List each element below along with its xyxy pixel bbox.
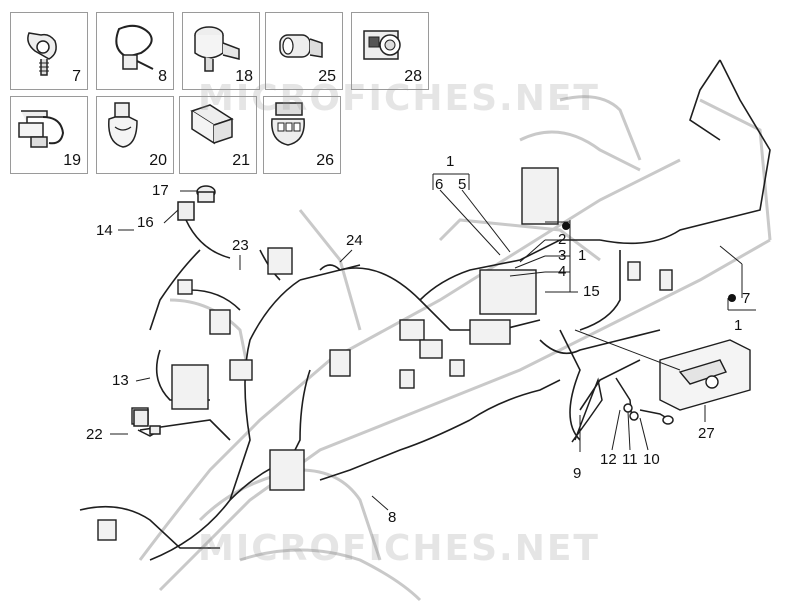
watermark-bottom: MICROFICHES.NET bbox=[198, 528, 600, 569]
thumb-part-26[interactable]: 26 bbox=[263, 96, 341, 174]
callout-7-right[interactable]: 7 bbox=[742, 290, 751, 307]
callout-10[interactable]: 10 bbox=[643, 451, 660, 468]
marker-dot bbox=[728, 294, 736, 302]
thumb-part-28[interactable]: 28 bbox=[351, 12, 429, 90]
thumb-label: 19 bbox=[63, 152, 81, 169]
callout-3[interactable]: 3 bbox=[558, 247, 567, 264]
harness-components bbox=[97, 167, 673, 541]
callout-leaders bbox=[110, 173, 756, 511]
pipe-clamp-icon bbox=[194, 26, 240, 72]
scooter-frame bbox=[138, 95, 772, 602]
thumb-label: 20 bbox=[149, 152, 167, 169]
watermark-top: MICROFICHES.NET bbox=[198, 78, 600, 119]
callout-5[interactable]: 5 bbox=[458, 176, 467, 193]
thumb-part-20[interactable]: 20 bbox=[96, 96, 174, 174]
thumb-label: 18 bbox=[235, 68, 253, 85]
thumb-part-18[interactable]: 18 bbox=[182, 12, 260, 90]
thumb-label: 21 bbox=[232, 152, 250, 169]
callout-15[interactable]: 15 bbox=[583, 283, 600, 300]
thumb-part-8[interactable]: 8 bbox=[96, 12, 174, 90]
callout-1-bottom[interactable]: 1 bbox=[734, 317, 743, 334]
push-clip-icon bbox=[108, 102, 138, 148]
edge-clip-icon bbox=[18, 110, 65, 148]
callout-4[interactable]: 4 bbox=[558, 263, 567, 280]
cable-strap-icon bbox=[115, 24, 154, 70]
thumb-label: 7 bbox=[72, 68, 81, 85]
thumb-part-25[interactable]: 25 bbox=[265, 12, 343, 90]
callout-17[interactable]: 17 bbox=[152, 182, 169, 199]
callout-24[interactable]: 24 bbox=[346, 232, 363, 249]
thumb-part-19[interactable]: 19 bbox=[10, 96, 88, 174]
callout-6[interactable]: 6 bbox=[435, 176, 444, 193]
round-connector-icon bbox=[279, 34, 323, 58]
clip-bolt-icon bbox=[27, 32, 57, 76]
callout-12[interactable]: 12 bbox=[600, 451, 617, 468]
callout-27[interactable]: 27 bbox=[698, 425, 715, 442]
plug-connector-icon bbox=[271, 102, 305, 146]
callout-8-bottom[interactable]: 8 bbox=[388, 509, 397, 526]
callout-1-top[interactable]: 1 bbox=[446, 153, 455, 170]
connector-22 bbox=[133, 409, 161, 437]
thumb-label: 28 bbox=[404, 68, 422, 85]
thumb-label: 25 bbox=[318, 68, 336, 85]
callout-22[interactable]: 22 bbox=[86, 426, 103, 443]
callout-13[interactable]: 13 bbox=[112, 372, 129, 389]
callout-11[interactable]: 11 bbox=[622, 451, 638, 468]
grommet-parts bbox=[177, 185, 231, 259]
thumb-label: 26 bbox=[316, 152, 334, 169]
ground-wire-parts bbox=[571, 377, 674, 443]
square-connector-icon bbox=[363, 30, 401, 60]
callout-2[interactable]: 2 bbox=[558, 231, 567, 248]
flat-clip-icon bbox=[190, 104, 234, 145]
harness-wires bbox=[79, 59, 771, 561]
callout-9[interactable]: 9 bbox=[573, 465, 582, 482]
bracket-27 bbox=[659, 339, 751, 411]
callout-1-right[interactable]: 1 bbox=[578, 247, 587, 264]
thumb-part-7[interactable]: 7 bbox=[10, 12, 88, 90]
callout-16[interactable]: 16 bbox=[137, 214, 154, 231]
callout-23[interactable]: 23 bbox=[232, 237, 249, 254]
marker-dot bbox=[562, 222, 570, 230]
callout-14[interactable]: 14 bbox=[96, 222, 113, 239]
thumb-label: 8 bbox=[158, 68, 167, 85]
thumb-part-21[interactable]: 21 bbox=[179, 96, 257, 174]
